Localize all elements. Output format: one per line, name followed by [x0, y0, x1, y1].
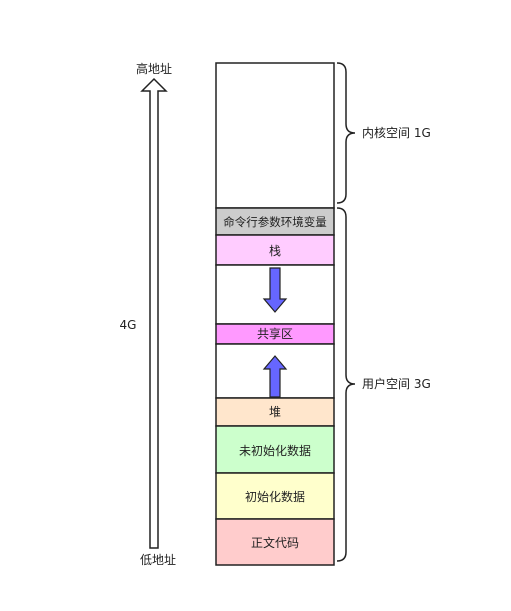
segment-shared-label: 共享区	[257, 326, 293, 341]
kernel-space-brace	[336, 62, 356, 204]
stack-grow-down-arrow	[262, 267, 288, 313]
segment-data: 初始化数据	[215, 472, 335, 520]
segment-stack: 栈	[215, 234, 335, 266]
low-address-label: 低地址	[140, 553, 176, 567]
segment-shared: 共享区	[215, 323, 335, 345]
high-address-label: 高地址	[136, 61, 172, 76]
address-axis-arrow	[140, 77, 168, 549]
segment-heap-label: 堆	[269, 405, 281, 419]
segment-heap: 堆	[215, 397, 335, 427]
axis-size-label: 4G	[120, 318, 137, 332]
segment-stack-label: 栈	[269, 243, 281, 258]
kernel-space-label: 内核空间 1G	[362, 126, 431, 140]
user-space-brace	[336, 207, 356, 562]
segment-data-label: 初始化数据	[245, 489, 305, 504]
segment-bss-label: 未初始化数据	[239, 443, 311, 458]
user-space-label: 用户空间 3G	[362, 376, 431, 391]
segment-text: 正文代码	[215, 518, 335, 566]
segment-text-label: 正文代码	[251, 535, 299, 550]
segment-kernel	[215, 62, 335, 209]
segment-bss: 未初始化数据	[215, 425, 335, 474]
heap-grow-up-arrow	[262, 355, 288, 398]
segment-env: 命令行参数环境变量	[215, 207, 335, 236]
segment-env-label: 命令行参数环境变量	[223, 215, 327, 229]
